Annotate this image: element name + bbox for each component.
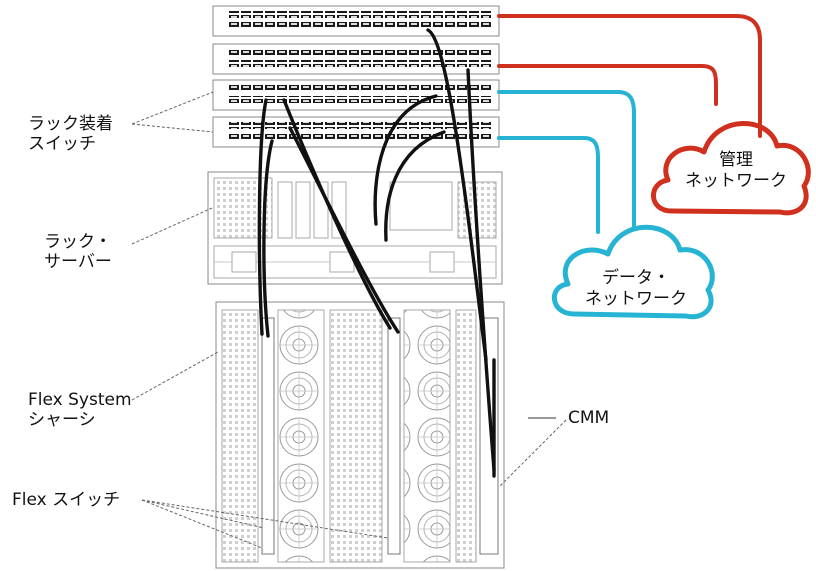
leader-rack-switch-bottom xyxy=(131,123,214,133)
switch-1-ports-lower xyxy=(229,22,491,29)
leader-rack-server xyxy=(131,207,213,245)
management-network-cloud xyxy=(651,121,811,216)
switch-3-ports-lower xyxy=(229,96,491,103)
management-network-links xyxy=(497,14,762,138)
switch-4-ports-lower xyxy=(229,133,491,140)
rack-switch-3 xyxy=(212,79,500,111)
switch-2-ports xyxy=(229,49,491,56)
switch-4-ports xyxy=(229,122,491,129)
patch-cables xyxy=(257,28,496,478)
cable-switch4-to-flex-switch-2 xyxy=(288,126,400,334)
management-link-1 xyxy=(497,14,762,138)
flex-chassis-label: Flex System シャーシ xyxy=(28,390,132,430)
rack-switch-label: ラック装着 スイッチ xyxy=(28,114,113,154)
cable-switch1-to-cmm xyxy=(426,28,488,362)
leader-flex-switch-1 xyxy=(141,499,265,529)
data-link-2 xyxy=(497,136,600,234)
leader-lines xyxy=(131,91,567,549)
rack-switch-2 xyxy=(212,43,500,75)
rack-switch-1 xyxy=(212,5,500,37)
management-network-label: 管理 ネットワーク xyxy=(685,150,787,191)
leader-flex-switch-3 xyxy=(141,499,263,549)
management-link-2 xyxy=(497,64,718,106)
data-network-cloud xyxy=(551,224,715,320)
data-link-1 xyxy=(497,90,636,228)
data-network-links xyxy=(497,90,636,234)
cable-switch4-to-server xyxy=(384,130,446,242)
flex-system-chassis xyxy=(215,301,505,569)
rack-server-label: ラック・ サーバー xyxy=(44,232,112,272)
leader-cmm xyxy=(499,419,567,487)
cable-switch3-to-flex-switch-1 xyxy=(257,98,268,336)
switch-3-ports xyxy=(229,85,491,92)
leader-flex-chassis xyxy=(131,351,219,401)
data-network-label: データ・ ネットワーク xyxy=(585,268,687,309)
switch-1-ports xyxy=(229,11,491,18)
rack-server xyxy=(207,171,503,285)
leader-flex-switch-2 xyxy=(141,499,389,539)
cmm-label: CMM xyxy=(568,408,610,428)
cable-switch4-to-flex-switch-1 xyxy=(262,139,274,338)
switch-2-ports-lower xyxy=(229,60,491,67)
leader-rack-switch-top xyxy=(131,91,214,125)
flex-switch-label: Flex スイッチ xyxy=(12,490,121,510)
cable-switch3-to-server xyxy=(373,94,438,226)
cable-switch2-to-cmm xyxy=(466,68,496,472)
